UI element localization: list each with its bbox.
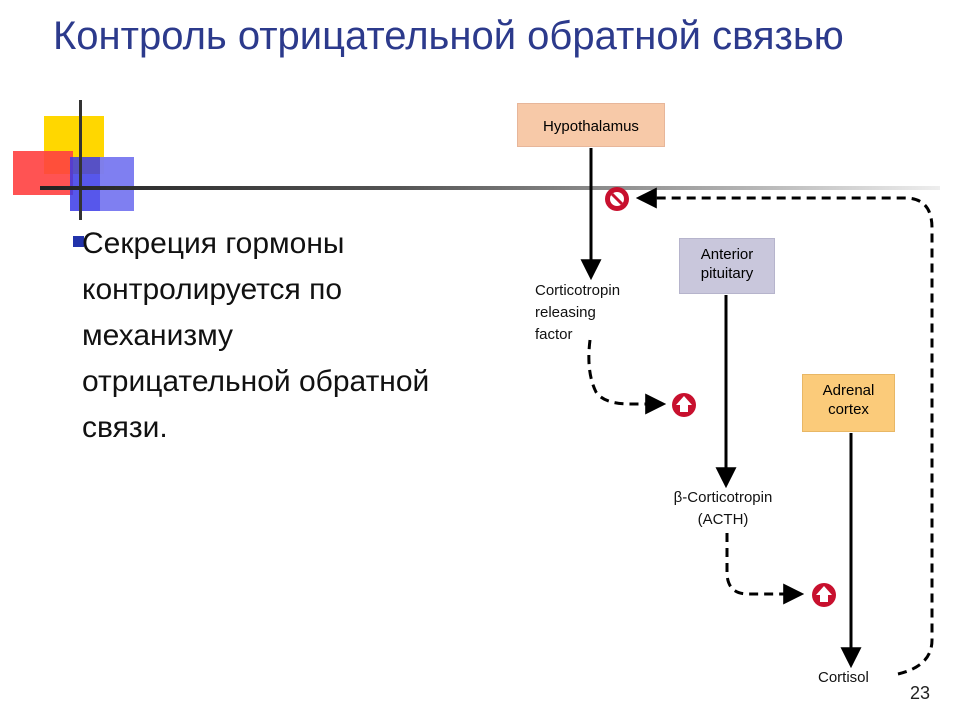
anterior-pituitary-label-2: pituitary — [700, 265, 754, 282]
adrenal-cortex-box: Adrenal cortex — [802, 374, 895, 432]
cortisol-negative-feedback-dashed-loop — [635, 187, 934, 676]
bullet-text: Секреция гормоны контролируется по механ… — [82, 227, 430, 444]
acth-label-1: β-Corticotropin — [673, 489, 773, 506]
inhibit-icon — [605, 187, 629, 211]
stimulate-icon-adrenal — [812, 583, 836, 607]
decor-vertical-line — [79, 100, 82, 220]
acth-label-2: (ACTH) — [697, 511, 749, 528]
crf-label-3: factor — [535, 326, 573, 343]
slide-title: Контроль отрицательной обратной связью — [53, 14, 844, 58]
adrenal-cortex-label-2: cortex — [828, 401, 869, 418]
bullet-marker — [73, 236, 84, 247]
decor-lightblue-square — [100, 157, 134, 211]
acth-label: β-Corticotropin (ACTH) — [658, 487, 788, 531]
cortisol-label: Cortisol — [818, 669, 869, 686]
decor-horizontal-line — [40, 186, 940, 190]
anterior-pituitary-label-1: Anterior — [700, 246, 754, 263]
hypothalamus-label: Hypothalamus — [543, 118, 639, 135]
crf-label-2: releasing — [535, 304, 596, 321]
crf-stimulation-dashed-arrow — [587, 339, 667, 415]
adrenal-cortex-label-1: Adrenal — [822, 382, 875, 399]
stimulate-icon-pituitary — [672, 393, 696, 417]
crf-label: Corticotropin releasing factor — [535, 280, 665, 346]
hypothalamus-box: Hypothalamus — [517, 103, 665, 147]
crf-label-1: Corticotropin — [535, 282, 621, 299]
acth-stimulation-dashed-arrow — [725, 533, 805, 605]
anterior-pituitary-box: Anterior pituitary — [679, 238, 775, 294]
page-number: 23 — [909, 683, 930, 703]
